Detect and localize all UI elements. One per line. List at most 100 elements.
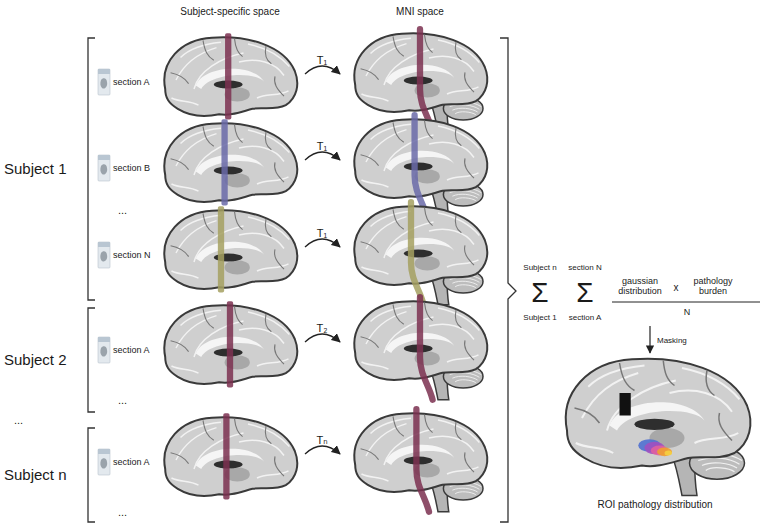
gyrus <box>172 478 199 485</box>
brain-slice <box>354 202 487 305</box>
brain-slice <box>164 33 297 119</box>
gyrus <box>438 213 479 236</box>
gyrus <box>447 87 479 94</box>
section-band <box>420 29 433 132</box>
section-band <box>221 119 227 205</box>
gyrus <box>172 271 199 278</box>
sulcus <box>275 162 284 182</box>
transform-label: T₁ <box>317 227 327 240</box>
sulcus <box>455 215 461 233</box>
slide-label <box>98 337 110 342</box>
sulcus <box>275 456 284 476</box>
gyrus <box>695 433 739 443</box>
gyrus <box>371 306 412 321</box>
sulcus <box>203 126 214 146</box>
gyrus <box>438 420 479 443</box>
sulcus <box>171 341 189 352</box>
cerebrum <box>566 359 751 468</box>
section-band <box>218 206 224 292</box>
sulcus <box>719 413 732 441</box>
cerebrum <box>354 413 487 492</box>
sulcus <box>393 416 404 436</box>
brain-slice <box>164 119 297 205</box>
sulcus <box>455 42 461 60</box>
slide-icon <box>98 69 110 95</box>
corpus-callosum <box>196 449 264 469</box>
brain-slice <box>164 206 297 292</box>
pathology-blob <box>657 447 672 456</box>
gyrus <box>181 422 222 437</box>
tissue-section <box>100 251 107 261</box>
sulcus <box>235 419 243 437</box>
section-band <box>225 33 231 119</box>
tissue-section <box>100 346 107 356</box>
gyrus <box>181 128 222 143</box>
gyrus <box>447 355 479 362</box>
sulcus <box>455 310 461 328</box>
section-band <box>415 115 428 218</box>
column-heading: MNI space <box>396 6 444 18</box>
thalamus <box>415 169 440 183</box>
cerebrum <box>354 119 487 198</box>
slide-label <box>98 449 110 454</box>
cerebellum-folia <box>455 285 476 288</box>
subject-bracket <box>88 428 95 522</box>
sulcus <box>455 128 461 146</box>
gyrus <box>447 260 479 267</box>
slide-label <box>98 242 110 247</box>
subject-bracket <box>88 38 95 300</box>
cerebellum-folia <box>706 468 735 472</box>
sulcus <box>361 337 379 348</box>
sum-limit: Subject 1 <box>523 313 556 322</box>
brain-slice <box>354 409 487 512</box>
tissue-section <box>100 78 107 88</box>
sulcus <box>235 125 243 143</box>
transform-label: T₁ <box>317 54 327 67</box>
transform-label: T₁ <box>317 140 327 153</box>
step-label: Masking <box>657 336 687 345</box>
section-band <box>416 409 429 512</box>
ventricle <box>404 162 433 170</box>
sulcus <box>235 39 243 57</box>
sulcus <box>393 304 404 324</box>
gyrus <box>257 177 289 184</box>
sulcus <box>235 212 243 230</box>
sulcus <box>235 307 243 325</box>
gyrus <box>362 362 389 369</box>
sulcus <box>265 46 271 64</box>
gyrus <box>257 471 289 478</box>
transform-label: Tₙ <box>316 434 327 447</box>
corpus-callosum <box>386 238 454 258</box>
gyrus <box>257 91 289 98</box>
masking-arrow <box>649 326 650 353</box>
brain-slice <box>566 359 751 496</box>
slide-icon <box>98 242 110 268</box>
sulcus <box>575 408 600 423</box>
transform-arrow <box>305 239 340 247</box>
gyrus <box>257 359 289 366</box>
sum-limit: section A <box>569 313 601 322</box>
subject-bracket <box>88 308 95 412</box>
gyrus <box>576 443 614 453</box>
tissue-section <box>100 164 107 174</box>
section-band <box>420 297 433 400</box>
cerebellum-folia <box>455 380 476 383</box>
gyrus <box>362 180 389 187</box>
sulcus <box>275 249 284 269</box>
sulcus <box>265 219 271 237</box>
gyrus <box>181 215 222 230</box>
cerebrum <box>164 417 297 496</box>
brain-slice <box>164 301 297 387</box>
gyrus <box>181 42 222 57</box>
sulcus <box>361 242 379 253</box>
denominator: N <box>684 307 691 317</box>
gyrus <box>438 40 479 63</box>
sulcus <box>425 303 433 321</box>
sulcus <box>465 245 474 265</box>
gyrus <box>172 366 199 373</box>
sulcus <box>171 73 189 84</box>
ellipsis: ... <box>118 506 127 519</box>
gyrus <box>438 126 479 149</box>
sulcus <box>171 159 189 170</box>
sulcus <box>465 452 474 472</box>
